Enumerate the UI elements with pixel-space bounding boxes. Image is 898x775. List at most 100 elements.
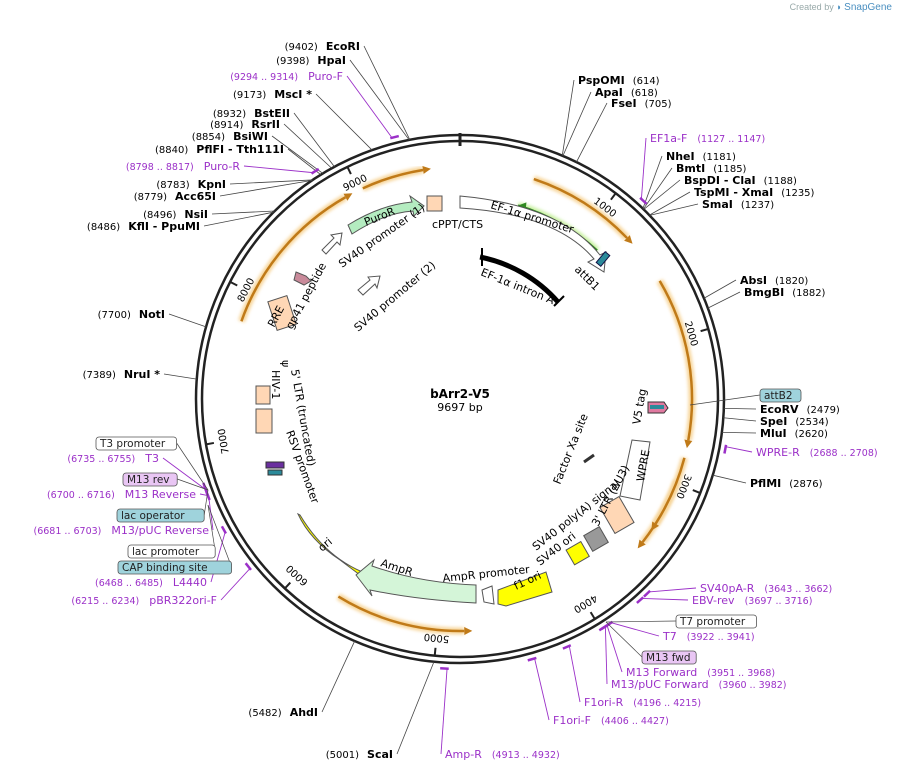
primer-label-12: M13 Forward(3951 .. 3968) (626, 666, 775, 679)
site-pos-13: (5482) (248, 708, 281, 719)
boxed-feature-leader-5 (689, 394, 761, 406)
site-leader-14 (396, 661, 435, 755)
label-sv40-promoter-2: SV40 promoter (2) (352, 259, 439, 335)
site-label-9: (8496)NsiI (143, 208, 208, 221)
primer-label-1: (8798 .. 8817)Puro-R (126, 160, 240, 173)
primer-label-8: WPRE-R (2688 .. 2708) (756, 446, 878, 459)
site-pos-16: (618) (631, 88, 658, 99)
site-leader-12 (163, 373, 197, 380)
site-leader-22 (649, 203, 699, 216)
site-label-5: (8854)BsiWI (192, 130, 268, 143)
site-pos-25: (2479) (807, 405, 840, 416)
site-label-20: BspDI - ClaI(1188) (684, 174, 797, 187)
site-leader-15 (561, 79, 575, 156)
orf-arc-0 (533, 177, 628, 239)
site-label-27: MluI (2620) (760, 427, 828, 440)
boxed-feature-bg-0 (95, 436, 177, 451)
site-label-18: NheI(1181) (666, 150, 736, 163)
primer-mark-5 (220, 525, 227, 535)
label-gp41: gp41 peptide (283, 260, 329, 331)
primer-leader-2 (162, 457, 206, 490)
primer-label-9: SV40pA-R(3643 .. 3662) (700, 582, 832, 595)
site-leader-11 (168, 313, 207, 328)
leader-lines (162, 45, 761, 755)
site-label-26: SpeI(2534) (760, 415, 829, 428)
primer-leader-15 (534, 658, 550, 721)
site-pos-2: (9173) (233, 90, 266, 101)
site-pos-4: (8914) (210, 120, 243, 131)
primer-name-2: T3 (144, 452, 159, 465)
orf-arc-1 (658, 280, 694, 441)
f1ori-shape (497, 571, 553, 607)
primer-mark-10 (636, 596, 645, 604)
site-pos-12: (7389) (83, 370, 116, 381)
site-label-22: SmaI(1237) (702, 198, 774, 211)
site-name-13: AhdI (290, 706, 318, 719)
site-leader-24 (707, 291, 741, 309)
primer-leader-0 (346, 75, 393, 138)
orf-arrowhead-6 (422, 166, 431, 174)
primer-mark-0 (389, 134, 400, 140)
primer-leader-8 (725, 446, 753, 453)
primer-name-8: WPRE-R (756, 446, 800, 459)
primer-leader-6 (220, 568, 251, 601)
boxed-feature-label-6: T7 promoter (679, 616, 746, 628)
snapgene-credit: Created by ◗ SnapGene (790, 2, 892, 13)
primer-leader-16 (440, 668, 448, 755)
site-pos-22: (1237) (741, 200, 774, 211)
site-label-24: BmgBI(1882) (744, 286, 826, 299)
sv40pa-shape (583, 526, 609, 552)
primer-pos-14: (4196 .. 4215) (633, 698, 701, 709)
puror-shape (347, 194, 425, 235)
primer-name-0: Puro-F (308, 70, 343, 83)
sv40ori-shape (565, 540, 590, 566)
boxed-feature-leader-7 (605, 621, 643, 658)
site-leader-20 (643, 179, 681, 210)
site-name-11: NotI (139, 308, 165, 321)
site-label-4: (8914) RsrII (210, 118, 280, 131)
site-pos-21: (1235) (781, 188, 814, 199)
site-leader-5 (271, 135, 324, 174)
primer-pos-8: (2688 .. 2708) (810, 448, 878, 459)
site-pos-1: (9398) (276, 56, 309, 67)
primer-name-14: F1ori-R (584, 696, 624, 709)
tick-8000 (229, 280, 238, 287)
site-name-12: NruI * (124, 368, 160, 381)
primer-pos-5: (6468 .. 6485) (95, 578, 163, 589)
boxed-feature-label-5: attB2 (764, 390, 793, 402)
label-factor-xa: Factor Xa site (551, 412, 591, 486)
primer-label-14: F1ori-R (4196 .. 4215) (584, 696, 701, 709)
site-pos-27: (2620) (795, 429, 828, 440)
boxed-feature-bg-1 (122, 472, 178, 487)
site-leader-2 (315, 93, 373, 151)
boxed-feature-label-0: T3 promoter (99, 438, 166, 450)
site-pos-20: (1188) (764, 176, 797, 187)
orf-arc-5 (337, 595, 465, 633)
site-leader-8 (219, 179, 313, 197)
site-label-16: ApaI(618) (595, 86, 658, 99)
label-cppt: cPPT/CTS (432, 218, 483, 231)
orf-arrowhead-0 (624, 235, 633, 244)
site-label-10: (8486)KflI - PpuMI (87, 220, 200, 233)
primer-label-7: EF1a-F(1127 .. 1147) (650, 132, 765, 145)
site-name-6: PflFI - Tth111I (196, 143, 284, 156)
site-name-4: RsrII (251, 118, 280, 131)
primer-label-2: (6735 .. 6755)T3 (67, 452, 159, 465)
primer-name-3: M13 Reverse (125, 488, 196, 501)
boxed-feature-label-7: M13 fwd (646, 652, 691, 664)
site-pos-11: (7700) (98, 310, 131, 321)
primer-name-9: SV40pA-R (700, 582, 755, 595)
factor-xa-shape (583, 453, 595, 464)
site-label-17: FseI(705) (611, 97, 672, 110)
ef1a-intron-end (553, 295, 565, 307)
primer-mark-15 (527, 656, 537, 662)
wpre-shape (619, 439, 651, 501)
site-label-13: (5482) AhdI (248, 706, 318, 719)
site-pos-24: (1882) (792, 288, 825, 299)
boxed-feature-bg-5 (759, 388, 802, 403)
primer-pos-13: (3960 .. 3982) (719, 680, 787, 691)
site-pos-28: (2876) (789, 479, 822, 490)
orf-arrowhead-4 (343, 193, 353, 201)
site-name-27: MluI (760, 427, 787, 440)
primer-pos-11: (3922 .. 3941) (687, 632, 755, 643)
